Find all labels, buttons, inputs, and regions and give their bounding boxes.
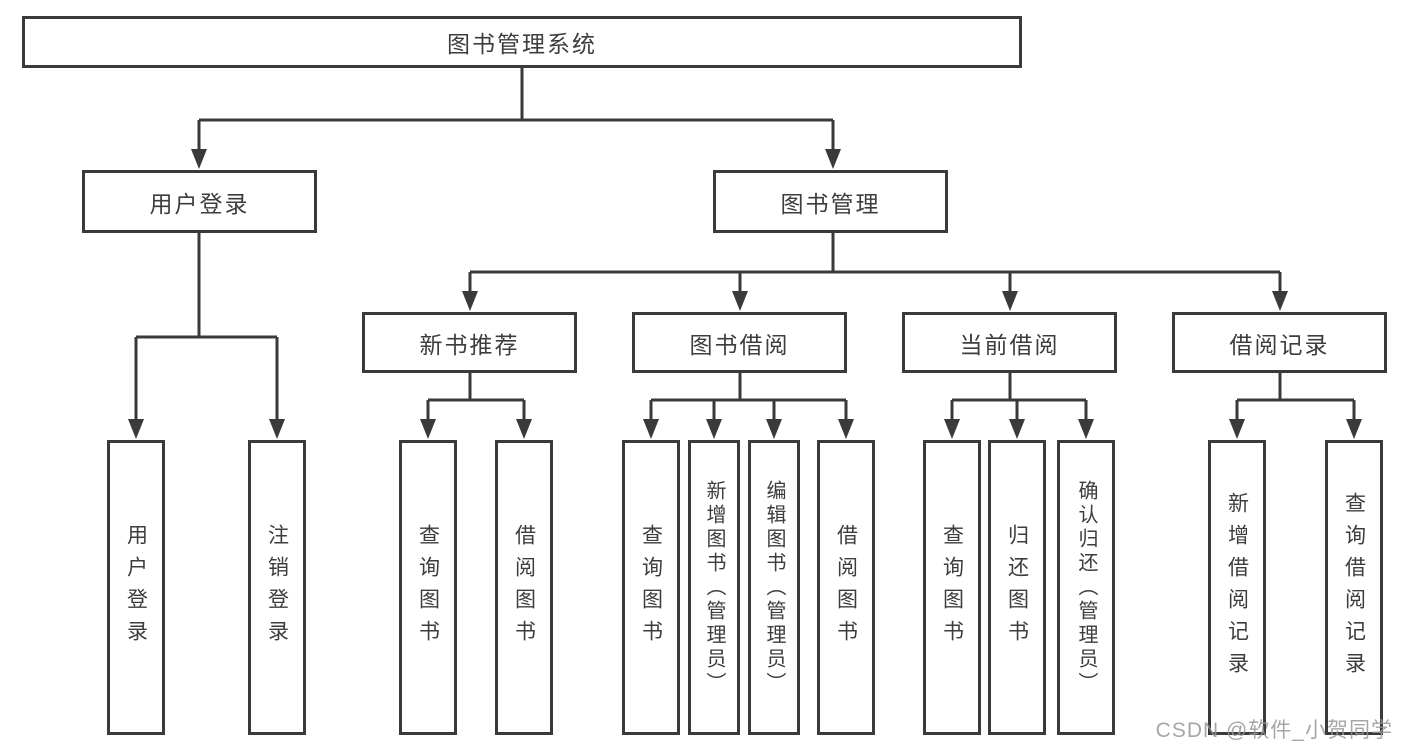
node-leaf-logout: 注销登录 (248, 440, 306, 735)
arrowhead-icon (1002, 291, 1018, 311)
arrowhead-icon (1272, 291, 1288, 311)
node-root-label: 图书管理系统 (447, 31, 597, 57)
connector-user-login-to-leaves (134, 233, 279, 423)
node-leaf-user-login: 用户登录 (107, 440, 165, 735)
arrowhead-icon (1078, 419, 1094, 439)
node-leaf-label: 用户登录 (124, 523, 148, 652)
connector-new-book-to-leaves (426, 373, 526, 423)
node-leaf-borrow-book-1: 借阅图书 (495, 440, 553, 735)
arrowheads (128, 149, 1362, 439)
node-root: 图书管理系统 (22, 16, 1022, 68)
node-current-borrow-label: 当前借阅 (959, 331, 1060, 358)
node-leaf-add-borrow-record: 新增借阅记录 (1208, 440, 1266, 735)
node-leaf-label: 借阅图书 (834, 523, 858, 652)
node-leaf-label: 编辑图书（管理员） (763, 479, 785, 696)
arrowhead-icon (732, 291, 748, 311)
node-leaf-add-book-admin: 新增图书（管理员） (688, 440, 740, 735)
connector-book-mgmt-to-level3 (468, 233, 1282, 295)
node-leaf-query-book-2: 查询图书 (622, 440, 680, 735)
node-borrow-record: 借阅记录 (1172, 312, 1387, 373)
connector-current-borrow-to-leaves (950, 373, 1088, 423)
connector-book-borrow-to-leaves (649, 373, 848, 423)
node-book-borrow: 图书借阅 (632, 312, 847, 373)
node-leaf-label: 新增图书（管理员） (703, 479, 725, 696)
arrowhead-icon (838, 419, 854, 439)
arrowhead-icon (191, 149, 207, 169)
node-new-book-label: 新书推荐 (419, 331, 520, 358)
arrowhead-icon (706, 419, 722, 439)
arrowhead-icon (516, 419, 532, 439)
node-current-borrow: 当前借阅 (902, 312, 1117, 373)
node-leaf-label: 注销登录 (265, 523, 289, 652)
arrowhead-icon (944, 419, 960, 439)
node-leaf-label: 确认归还（管理员） (1075, 479, 1097, 696)
node-leaf-label: 查询图书 (940, 523, 964, 652)
arrowhead-icon (643, 419, 659, 439)
node-leaf-query-borrow-record: 查询借阅记录 (1325, 440, 1383, 735)
node-leaf-label: 归还图书 (1005, 523, 1029, 652)
node-leaf-query-book-1: 查询图书 (399, 440, 457, 735)
node-borrow-record-label: 借阅记录 (1229, 331, 1330, 358)
arrowhead-icon (269, 419, 285, 439)
node-leaf-borrow-book-2: 借阅图书 (817, 440, 875, 735)
node-leaf-label: 查询借阅记录 (1342, 491, 1366, 684)
arrowhead-icon (766, 419, 782, 439)
arrowhead-icon (420, 419, 436, 439)
arrowhead-icon (825, 149, 841, 169)
node-leaf-label: 新增借阅记录 (1225, 491, 1249, 684)
node-user-login: 用户登录 (82, 170, 317, 233)
node-user-login-label: 用户登录 (149, 190, 250, 217)
arrowhead-icon (1009, 419, 1025, 439)
arrowhead-icon (1346, 419, 1362, 439)
connector-root-to-level2 (197, 68, 835, 153)
node-new-book: 新书推荐 (362, 312, 577, 373)
connector-borrow-record-to-leaves (1235, 373, 1356, 423)
arrowhead-icon (128, 419, 144, 439)
node-leaf-confirm-return-admin: 确认归还（管理员） (1057, 440, 1115, 735)
arrowhead-icon (462, 291, 478, 311)
node-leaf-return-book: 归还图书 (988, 440, 1046, 735)
node-book-mgmt: 图书管理 (713, 170, 948, 233)
node-leaf-label: 查询图书 (639, 523, 663, 652)
node-leaf-edit-book-admin: 编辑图书（管理员） (748, 440, 800, 735)
node-leaf-label: 查询图书 (416, 523, 440, 652)
node-leaf-label: 借阅图书 (512, 523, 536, 652)
node-leaf-query-book-3: 查询图书 (923, 440, 981, 735)
node-book-borrow-label: 图书借阅 (689, 331, 790, 358)
node-book-mgmt-label: 图书管理 (780, 190, 881, 217)
arrowhead-icon (1229, 419, 1245, 439)
